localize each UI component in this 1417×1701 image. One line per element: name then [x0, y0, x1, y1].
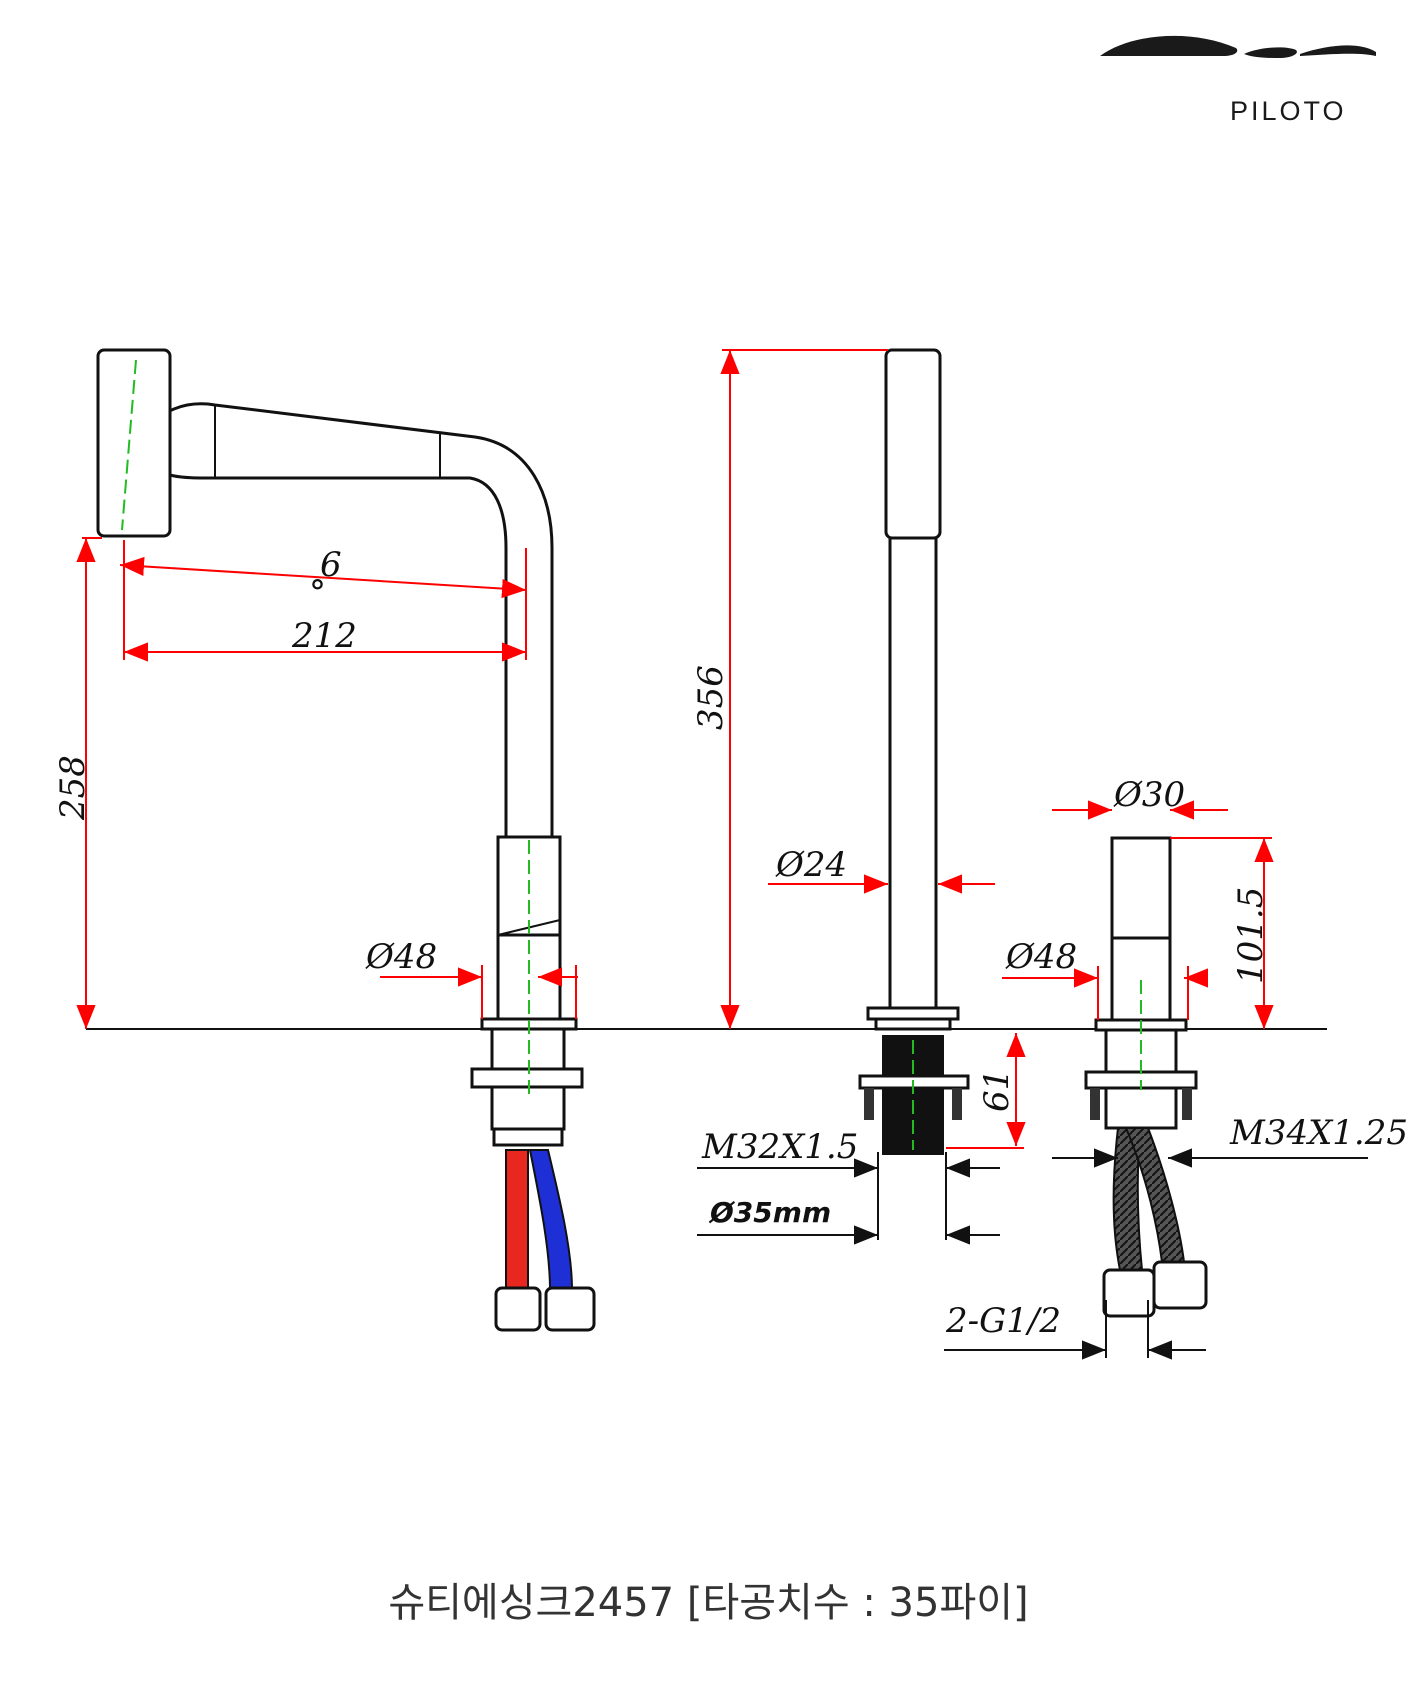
handle-side-view	[1084, 836, 1208, 1318]
label-degree: °	[309, 573, 326, 613]
label-inlet: 2-G1/2	[945, 1301, 1061, 1341]
product-caption: 슈티에싱크2457 [타공치수 : 35파이]	[388, 1580, 1029, 1626]
label-thread-right: M34X1.25	[1229, 1113, 1408, 1153]
label-shank-length: 61	[977, 1069, 1017, 1112]
cold-hose	[528, 1149, 574, 1291]
label-spout-angle: 6	[320, 545, 342, 585]
label-base-left: Ø48	[365, 937, 437, 977]
label-handle-diameter: Ø30	[1113, 775, 1185, 815]
faucet-side-view	[96, 348, 596, 1332]
label-spout-height: 258	[53, 755, 93, 821]
label-handle-height: 101.5	[1231, 887, 1271, 984]
center-column	[858, 348, 970, 1155]
label-hole-size: Ø35mm	[708, 1196, 831, 1229]
label-base-right: Ø48	[1005, 937, 1077, 977]
label-spout-reach: 212	[291, 616, 357, 656]
brand-name: PILOTO	[1230, 96, 1347, 126]
label-total-height: 356	[691, 665, 731, 730]
brand-logo-icon	[1100, 35, 1376, 58]
hot-hose	[505, 1149, 529, 1291]
label-thread-center: M32X1.5	[701, 1127, 858, 1167]
label-body-diameter: Ø24	[775, 845, 847, 885]
